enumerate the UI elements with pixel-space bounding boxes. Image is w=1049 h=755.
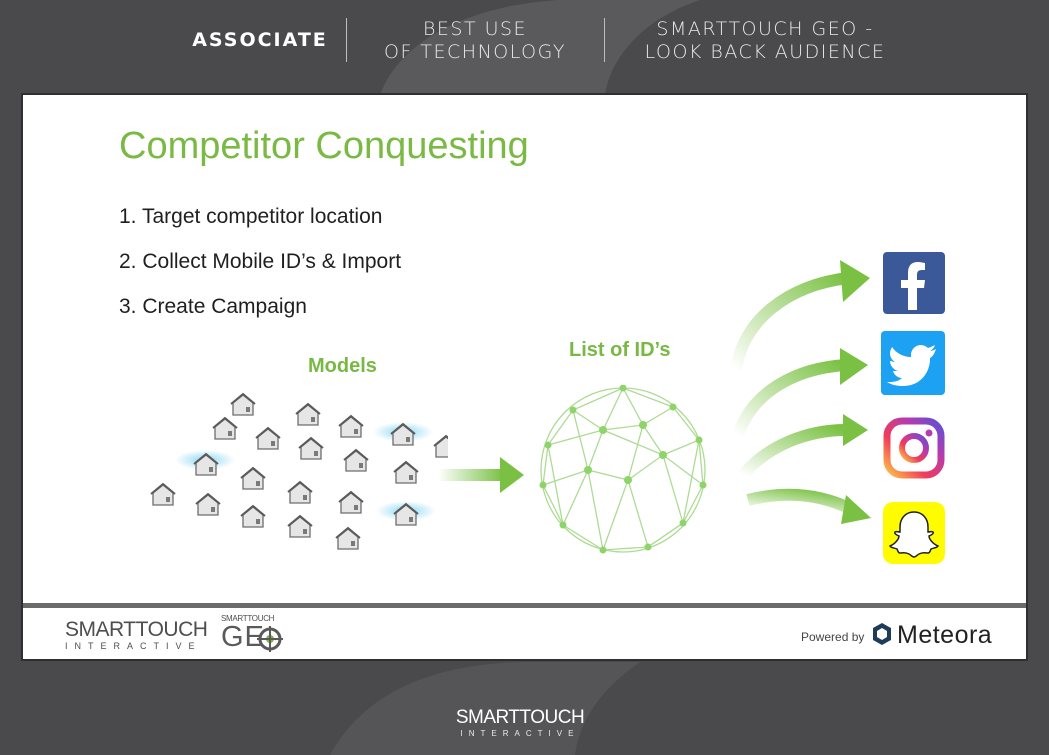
target-icon: [257, 626, 283, 652]
bottom-smarttouch-logo: SMARTTOUCH INTERACTIVE: [430, 707, 610, 738]
header-best-use-line2: OF TECHNOLOGY: [383, 41, 566, 63]
header-best-use-line1: BEST USE: [422, 18, 528, 40]
meteora-logo-icon: [873, 623, 891, 645]
meteora-logo-text: Meteora: [897, 621, 993, 649]
footer-separator: [23, 603, 1026, 608]
slide-title: Competitor Conquesting: [119, 125, 529, 167]
header-associate: ASSOCIATE: [192, 29, 328, 51]
network-sphere-icon: [539, 385, 707, 554]
geo-logo-big: GE: [221, 621, 265, 653]
smarttouch-geo-logo: SMARTTOUCH GE: [221, 614, 283, 653]
slide: Competitor Conquesting 1. Target competi…: [23, 95, 1026, 659]
snapchat-icon: [883, 502, 945, 564]
step-item: 3. Create Campaign: [119, 295, 307, 318]
smarttouch-logo-text: SMARTTOUCH: [65, 618, 208, 641]
geo-logo-small: SMARTTOUCH: [221, 614, 275, 623]
houses-cluster: [150, 393, 448, 550]
header-geo-line1: SMARTTOUCH GEO -: [656, 18, 874, 40]
ids-label: List of ID’s: [569, 339, 671, 361]
header-divider: [346, 18, 347, 62]
flow-arrow: [438, 457, 524, 493]
instagram-icon: [883, 417, 945, 479]
models-label: Models: [308, 355, 377, 377]
slide-footer: SMARTTOUCH INTERACTIVE SMARTTOUCH GE Pow…: [23, 608, 1026, 659]
step-item: 1. Target competitor location: [119, 205, 383, 228]
bottom-logo-text: SMARTTOUCH: [455, 707, 585, 728]
smarttouch-logo: SMARTTOUCH INTERACTIVE: [65, 618, 208, 651]
header-divider: [604, 18, 605, 62]
distribution-arrows: [730, 260, 871, 524]
twitter-icon: [881, 331, 945, 395]
header-geo-look-back: SMARTTOUCH GEO - LOOK BACK AUDIENCE: [640, 18, 890, 64]
facebook-icon: [883, 252, 945, 314]
header-geo-line2: LOOK BACK AUDIENCE: [644, 41, 886, 63]
steps-list: 1. Target competitor location 2. Collect…: [119, 205, 401, 340]
step-item: 2. Collect Mobile ID’s & Import: [119, 250, 402, 273]
header-best-use: BEST USE OF TECHNOLOGY: [375, 18, 575, 64]
smarttouch-logo-sub: INTERACTIVE: [65, 641, 202, 651]
bottom-logo-sub: INTERACTIVE: [460, 729, 580, 738]
powered-by-label: Powered by: [801, 630, 865, 644]
